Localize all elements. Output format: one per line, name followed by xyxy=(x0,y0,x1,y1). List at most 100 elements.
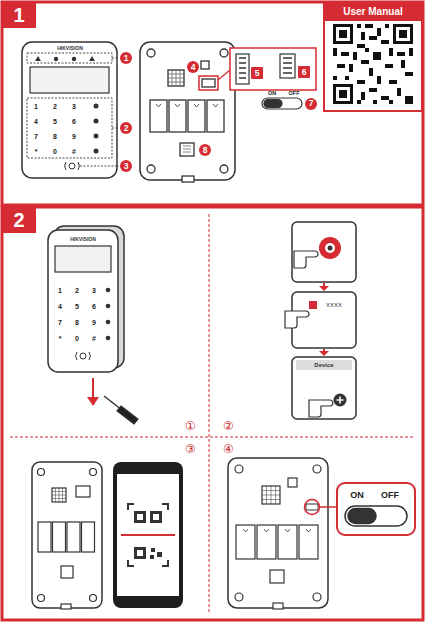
keypad-back xyxy=(82,522,95,552)
key-label: 1 xyxy=(34,103,38,110)
phone-screen xyxy=(309,301,317,309)
keypad-back xyxy=(278,525,297,559)
manual-heading: User Manual xyxy=(325,4,421,21)
phone-screen xyxy=(292,292,356,348)
qr-code xyxy=(381,96,389,100)
keypad-front xyxy=(94,119,99,124)
keypad-back xyxy=(52,488,66,502)
key-label: 0 xyxy=(53,148,57,155)
keypad-back xyxy=(243,529,311,532)
phone-screen xyxy=(296,360,352,370)
key-label: # xyxy=(72,148,76,155)
keypad-back xyxy=(150,100,167,132)
qr-code xyxy=(345,76,349,80)
phone-scanner xyxy=(117,474,179,596)
section-number: 2 xyxy=(2,207,36,233)
terminal-zoom xyxy=(236,54,249,84)
qr-code xyxy=(397,52,405,56)
keypad-back xyxy=(188,100,205,132)
qr-code xyxy=(396,27,410,41)
keypad-back xyxy=(168,70,184,86)
key-label: 5 xyxy=(53,118,57,125)
callout-number: 5 xyxy=(251,67,263,79)
qr-code xyxy=(389,48,393,56)
screwdriver xyxy=(117,406,138,424)
keypad-back xyxy=(38,469,45,476)
phone-scanner xyxy=(134,511,146,523)
keypad-front xyxy=(89,56,95,61)
keypad-front xyxy=(35,56,99,154)
keypad-front xyxy=(35,56,41,61)
keypad-back xyxy=(218,70,230,80)
keypad-back xyxy=(306,504,318,510)
qr-code xyxy=(365,48,369,52)
switch-label: ON xyxy=(350,491,364,500)
keypad-back xyxy=(220,165,228,173)
qr-code xyxy=(399,30,407,38)
terminal-zoom xyxy=(239,58,246,78)
keypad-front xyxy=(94,134,99,139)
qr-code xyxy=(365,24,373,28)
callout-number: 2 xyxy=(120,122,132,134)
keypad-back xyxy=(288,478,297,487)
qr-code xyxy=(377,28,381,36)
key-label: * xyxy=(59,335,62,342)
qr-code xyxy=(373,52,381,60)
keypad-back xyxy=(236,525,255,559)
keypad-front xyxy=(65,162,80,170)
keypad-angled xyxy=(106,288,111,341)
callout-text: 5 xyxy=(255,69,260,78)
keypad-back xyxy=(199,76,218,90)
key-label: 6 xyxy=(92,303,96,310)
phone-scanner xyxy=(137,550,143,556)
divider xyxy=(209,214,210,614)
terminal-zoom xyxy=(264,100,282,108)
qr-code xyxy=(389,100,393,104)
terminal-zoom xyxy=(262,98,302,109)
qr-code xyxy=(397,88,401,96)
pointing-hand xyxy=(309,400,333,417)
divider xyxy=(10,437,415,438)
key-label: * xyxy=(35,148,38,155)
keypad-front xyxy=(27,53,119,166)
keypad-back xyxy=(183,146,191,152)
keypad-back xyxy=(140,42,235,180)
keypad-back xyxy=(61,604,71,609)
phone-screen xyxy=(334,394,347,407)
callout-text: 1 xyxy=(13,5,24,25)
flow-arrow xyxy=(319,283,329,356)
qr-code xyxy=(381,40,389,44)
qr-code xyxy=(339,90,347,98)
callout-text: 6 xyxy=(302,68,307,77)
keypad-back xyxy=(299,525,318,559)
phone-scanner xyxy=(157,552,162,557)
terminal-zoom xyxy=(280,54,295,78)
keypad-angled xyxy=(106,288,111,293)
qr-code xyxy=(357,24,361,28)
down-arrow xyxy=(87,378,99,406)
keypad-back xyxy=(202,79,215,87)
qr-code xyxy=(405,72,413,76)
keypad-front xyxy=(94,149,99,154)
keypad-back xyxy=(228,458,328,608)
keypad-front xyxy=(27,98,112,158)
keypad-back xyxy=(90,595,97,602)
keypad-back xyxy=(61,566,73,578)
keypad-angled xyxy=(106,320,111,325)
keypad-back xyxy=(235,465,243,473)
qr-code xyxy=(333,48,337,56)
phone-scanner xyxy=(150,555,154,559)
callout-text: 1 xyxy=(124,54,129,63)
phone-screen xyxy=(292,222,356,419)
switch-zoom xyxy=(348,509,376,524)
keypad-front xyxy=(27,53,112,63)
phone-scanner xyxy=(150,511,162,523)
callout-text: 4 xyxy=(191,63,196,72)
callout-text: 7 xyxy=(309,99,314,108)
callout-number: 6 xyxy=(298,66,310,78)
terminal-zoom xyxy=(283,58,292,73)
terminal-zoom xyxy=(230,48,316,109)
keypad-back xyxy=(257,525,276,559)
key-label: 9 xyxy=(92,319,96,326)
section-number: 1 xyxy=(2,2,36,28)
